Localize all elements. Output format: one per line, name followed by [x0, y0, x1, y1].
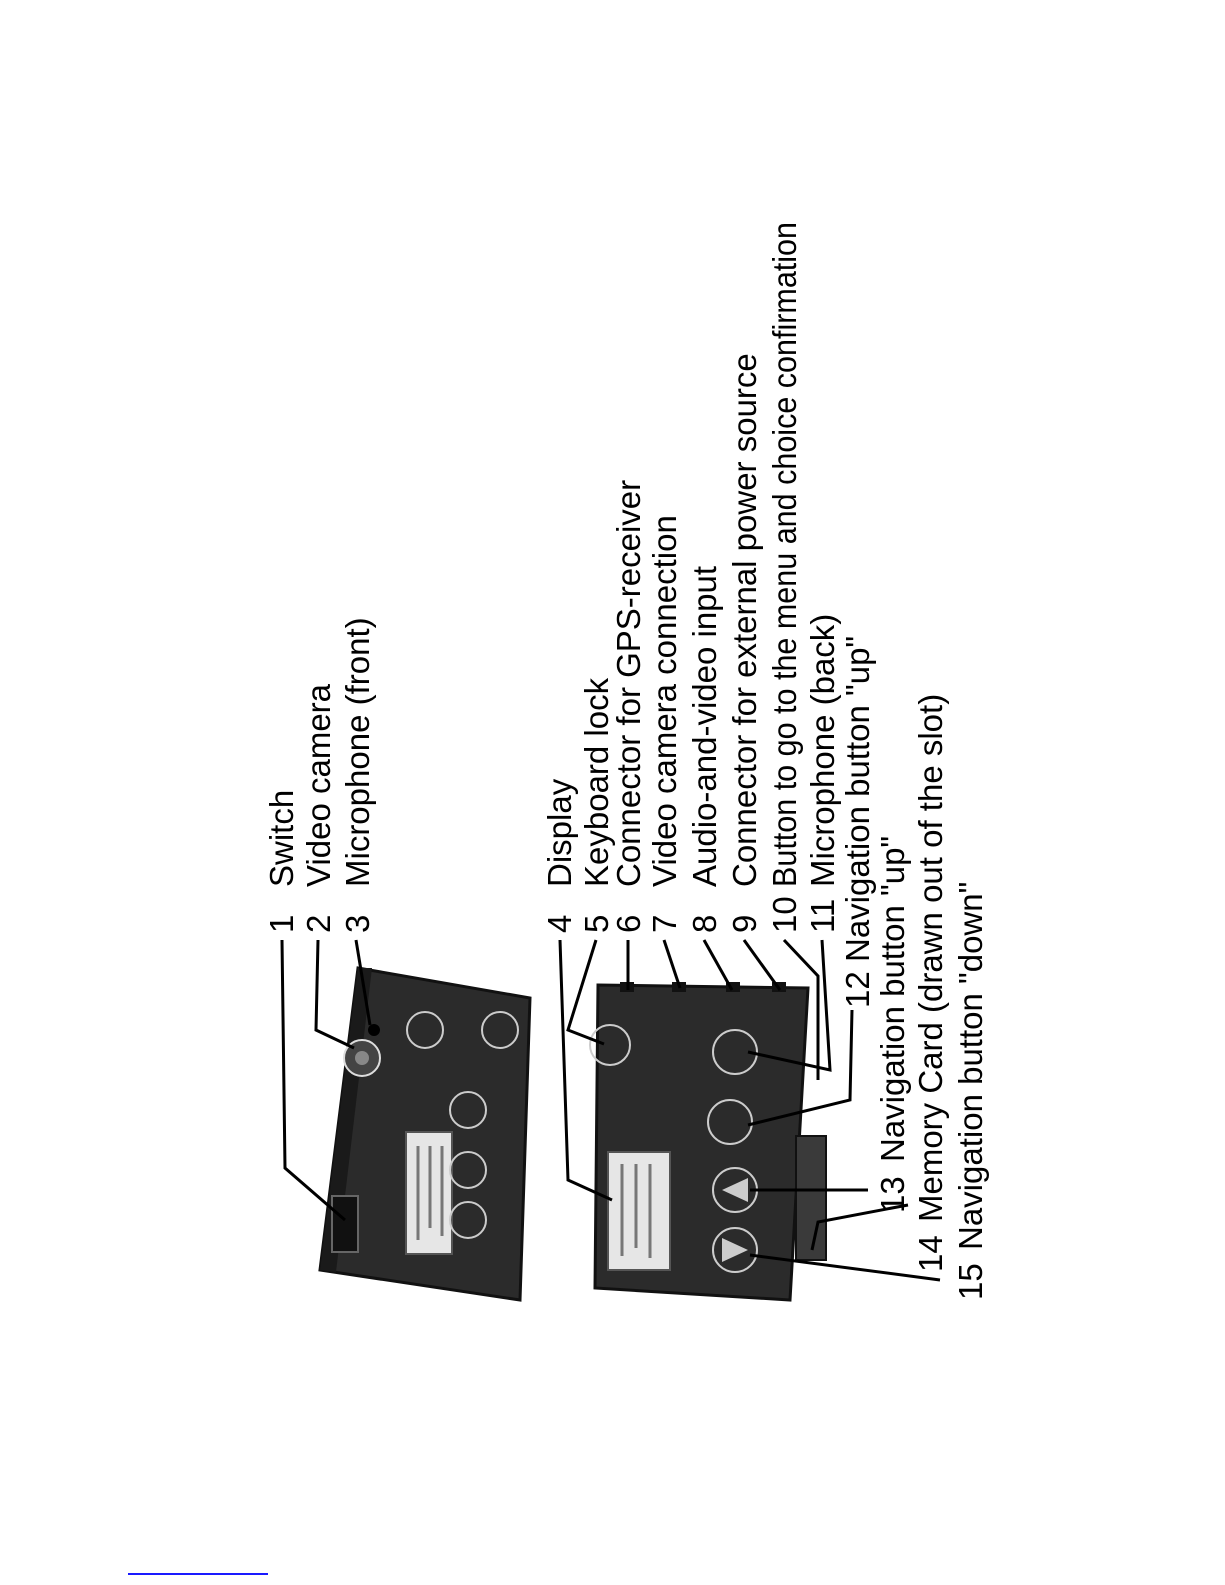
- label-number-7: 7: [646, 915, 683, 933]
- leader-line-15: [749, 1253, 941, 1282]
- label-number-10: 10: [766, 896, 803, 933]
- label-text-1: Switch: [263, 790, 300, 887]
- footnote-separator: [128, 1573, 268, 1575]
- device-photo-bottom: [589, 982, 827, 1302]
- leader-line-2: [314, 939, 355, 1050]
- legend-labels: Switch Video camera Microphone (front) D…: [263, 222, 989, 1250]
- av-input-icon: [726, 982, 740, 992]
- label-number-2: 2: [300, 915, 337, 933]
- label-text-5: Keyboard lock: [578, 677, 615, 887]
- label-text-10: Button to go to the menu and choice conf…: [766, 222, 803, 887]
- nav-down-button-icon: [712, 1227, 758, 1273]
- leader-line-5: [566, 939, 605, 1046]
- leader-line-12: [747, 1009, 854, 1127]
- label-number-12: 12: [839, 971, 876, 1008]
- leader-line-1: [280, 939, 346, 1222]
- front-microphone-icon: [368, 1024, 380, 1036]
- label-number-9: 9: [726, 915, 763, 933]
- leader-line-14: [810, 1203, 909, 1251]
- label-text-7: Video camera connection: [646, 515, 683, 887]
- memory-card-icon: [795, 1135, 827, 1261]
- leader-line-4: [558, 939, 613, 1202]
- label-text-3: Microphone (front): [339, 617, 376, 887]
- device-display-bottom: [607, 1151, 671, 1271]
- keyboard-lock-icon: [589, 1024, 631, 1066]
- label-number-15: 15: [952, 1263, 989, 1300]
- label-text-9: Connector for external power source: [726, 353, 763, 887]
- label-number-4: 4: [541, 915, 578, 933]
- label-text-6: Connector for GPS-receiver: [610, 480, 647, 887]
- label-number-13: 13: [874, 1176, 911, 1213]
- menu-button-icon: [712, 1029, 758, 1075]
- leader-line-10: [782, 938, 820, 1080]
- leader-line-3: [354, 939, 372, 1026]
- label-text-2: Video camera: [300, 683, 337, 887]
- label-number-1: 1: [263, 915, 300, 933]
- label-number-11: 11: [804, 899, 841, 933]
- top-switch-icon: [331, 1195, 359, 1253]
- leader-line-7: [662, 939, 682, 989]
- label-text-8: Audio-and-video input: [686, 566, 723, 887]
- label-number-3: 3: [339, 915, 376, 933]
- leader-lines: [280, 938, 941, 1282]
- leader-line-11: [747, 939, 832, 1072]
- label-number-5: 5: [578, 915, 615, 933]
- label-text-4: Display: [541, 778, 578, 887]
- label-text-14: Memory Card (drawn out of the slot): [912, 694, 949, 1222]
- device-photo-top: [318, 966, 532, 1302]
- label-text-15: Navigation button "down": [952, 882, 989, 1250]
- label-number-6: 6: [610, 915, 647, 933]
- label-number-8: 8: [686, 915, 723, 933]
- label-text-11: Microphone (back): [804, 614, 841, 887]
- legend-numbers: 1 2 3 4 5 6 7 8 9 10 11 12 13 14 15: [263, 896, 989, 1300]
- leader-line-9: [742, 939, 782, 991]
- label-text-13: Navigation button "up": [874, 836, 911, 1162]
- label-text-12: Navigation button "up": [839, 636, 876, 962]
- label-number-14: 14: [912, 1235, 949, 1272]
- leader-line-8: [702, 939, 734, 991]
- nav-up-button-icon: [707, 1099, 753, 1145]
